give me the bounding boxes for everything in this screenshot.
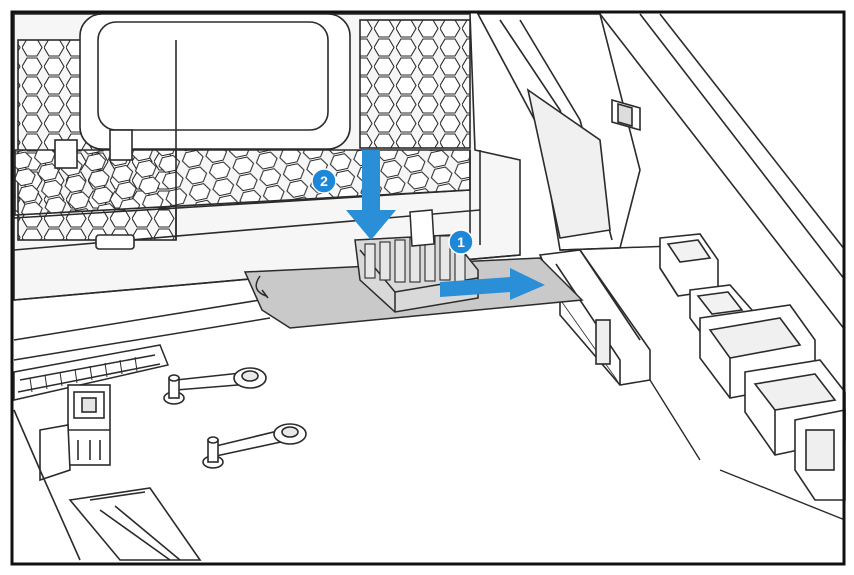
rj45-port (794, 409, 846, 501)
fan-bracket (476, 13, 641, 251)
board-edge (649, 379, 846, 521)
standoff-screw-1 (163, 367, 267, 405)
memory-slot (13, 409, 202, 561)
arrow-right-icon (440, 268, 545, 300)
step-arrows: 12 (311, 150, 545, 300)
heatsink (354, 209, 479, 313)
chassis-side-wall (599, 13, 846, 331)
arrow-down-icon (346, 150, 396, 240)
drive-cage (13, 13, 521, 301)
diagram-frame (10, 10, 846, 566)
step-2-number: 2 (320, 173, 328, 189)
standoff-screw-2 (202, 423, 307, 469)
power-header (39, 384, 111, 482)
step-1-number: 1 (457, 234, 465, 250)
step-1-badge (448, 229, 474, 255)
m2-ssd-module (243, 209, 584, 329)
pcie-slot (13, 344, 170, 401)
step-2-badge (311, 168, 337, 194)
